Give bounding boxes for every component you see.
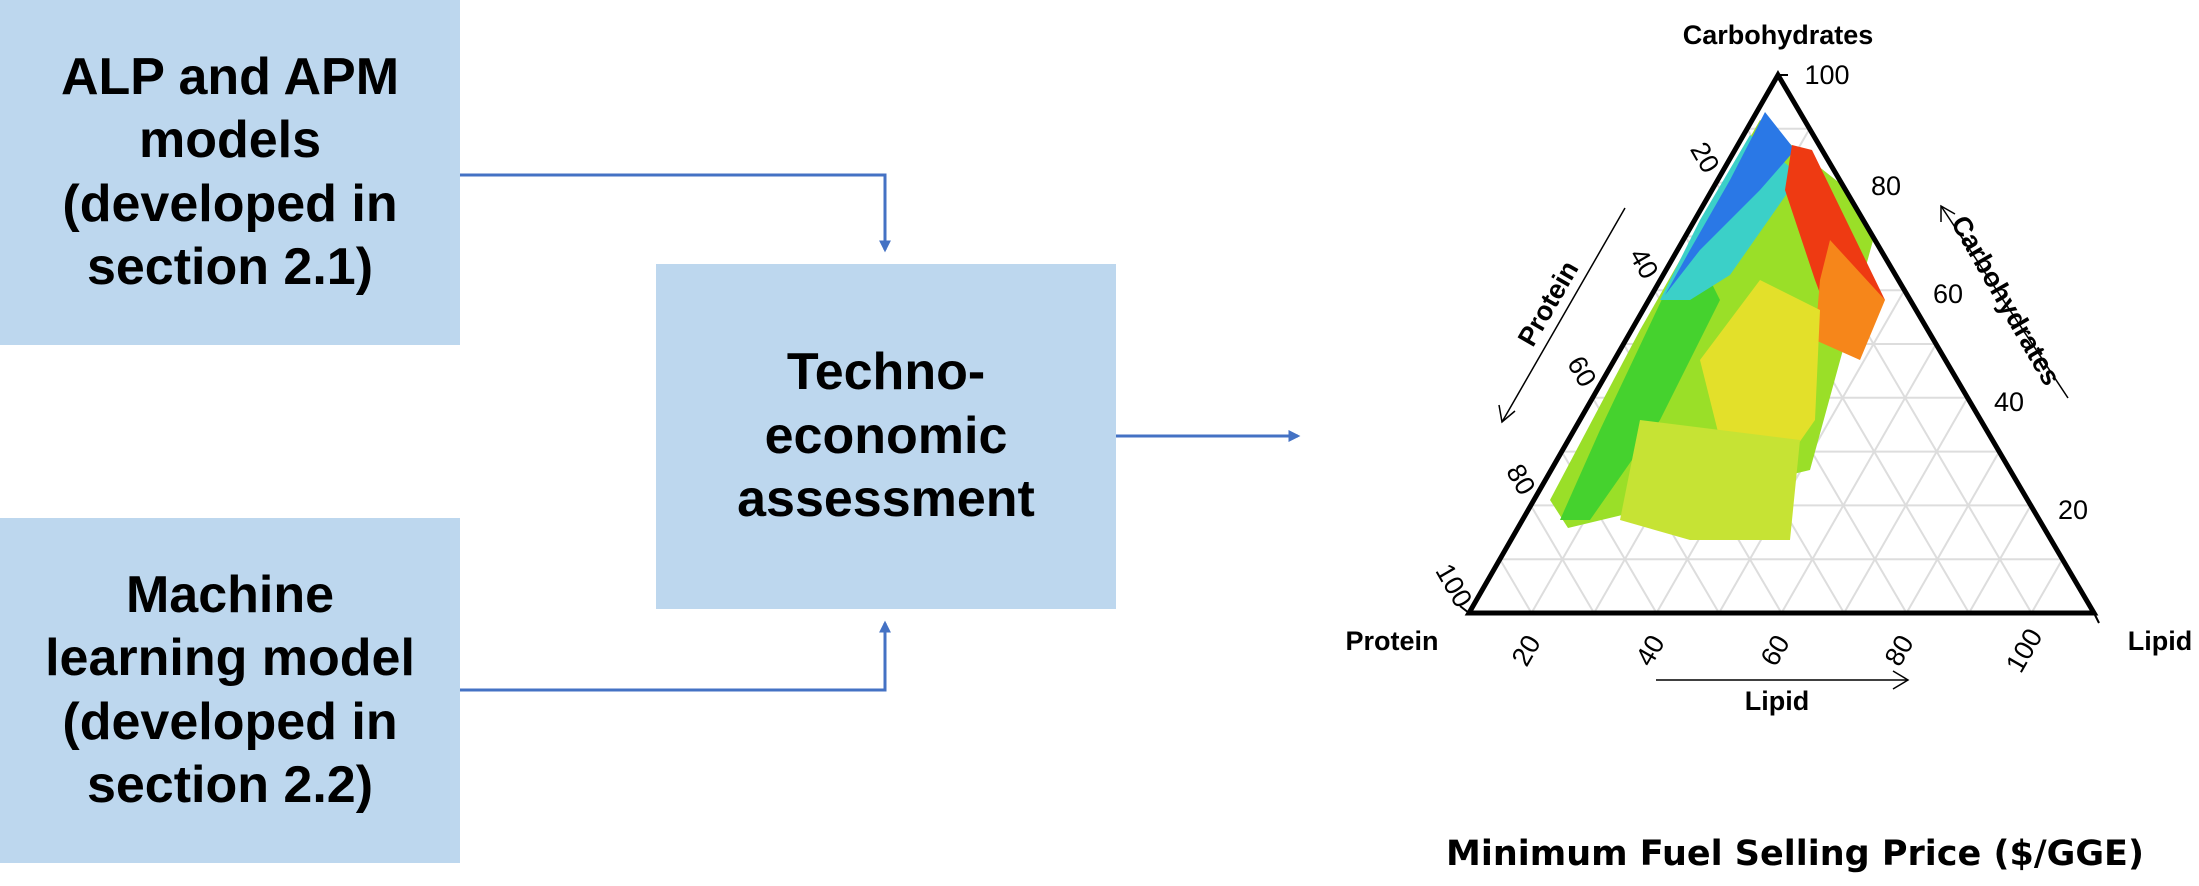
left-tick-60: 60 (1561, 351, 1602, 392)
region-green-left (1560, 240, 1720, 520)
bottom-tick-80: 80 (1879, 630, 1920, 671)
ternary-gridline (1905, 451, 2001, 614)
ternary-gridline (2030, 558, 2064, 614)
bottom-tick-20: 20 (1506, 630, 1547, 671)
alp-apm-models-box: ALP and APM models (developed in section… (0, 0, 460, 345)
bottom-axis-title-lipid: Lipid (1745, 686, 1809, 716)
ternary-triangle-outline (1464, 70, 2099, 616)
ternary-gridline (1780, 343, 1937, 614)
ternary-tick-marks (1459, 74, 2100, 624)
ternary-gridline (1968, 504, 2032, 614)
vertex-label-carbohydrates: Carbohydrates (1683, 20, 1874, 50)
connector-ml-to-tea (460, 620, 891, 692)
bottom-tick-100: 100 (2000, 623, 2049, 677)
mfsp-caption: Minimum Fuel Selling Price ($/GGE) (1446, 834, 2144, 874)
left-axis-arrowhead (1498, 404, 1516, 424)
ternary-gridline (1499, 558, 1533, 614)
left-tick-40: 40 (1623, 243, 1664, 284)
right-tick-60: 60 (1933, 279, 1963, 309)
right-axis-direction-arrow (1940, 205, 2069, 399)
vertex-label-lipid: Lipid (2128, 626, 2192, 656)
region-lime-bottom (1620, 420, 1800, 540)
ternary-mfsp-color-map (1550, 112, 1885, 540)
techno-economic-assessment-box: Techno- economic assessment (656, 264, 1116, 609)
bottom-axis-arrowhead (1892, 670, 1910, 690)
right-tick-40: 40 (1994, 387, 2024, 417)
left-tick-20: 20 (1684, 137, 1725, 178)
ternary-gridline (1529, 504, 1595, 614)
bottom-tick-60: 60 (1755, 630, 1796, 671)
region-orange (1815, 240, 1885, 360)
right-tick-20: 20 (2058, 495, 2088, 525)
right-tick-80: 80 (1871, 171, 1901, 201)
techno-economic-assessment-label: Techno- economic assessment (737, 343, 1035, 529)
ternary-plot: 20 40 60 80 100 20 40 60 80 100 20 40 60… (1345, 20, 2192, 716)
connector-alp-to-tea (460, 173, 891, 253)
right-tick-100: 100 (1804, 60, 1849, 90)
right-axis-arrowhead (1940, 204, 1956, 222)
ternary-gridline (1843, 397, 1969, 614)
right-axis-title-carbohydrates: Carbohydrates (1945, 210, 2066, 390)
bottom-tick-40: 40 (1630, 630, 1671, 671)
alp-apm-models-label: ALP and APM models (developed in section… (60, 47, 400, 296)
machine-learning-model-box: Machine learning model (developed in sec… (0, 518, 460, 863)
region-blue (1665, 112, 1795, 295)
machine-learning-model-label: Machine learning model (developed in sec… (45, 565, 415, 814)
region-yellow (1700, 280, 1820, 470)
left-tick-100: 100 (1430, 558, 1479, 612)
left-axis-title-protein: Protein (1512, 256, 1584, 352)
left-axis-direction-arrow (1501, 207, 1626, 423)
vertex-label-protein: Protein (1345, 626, 1438, 656)
